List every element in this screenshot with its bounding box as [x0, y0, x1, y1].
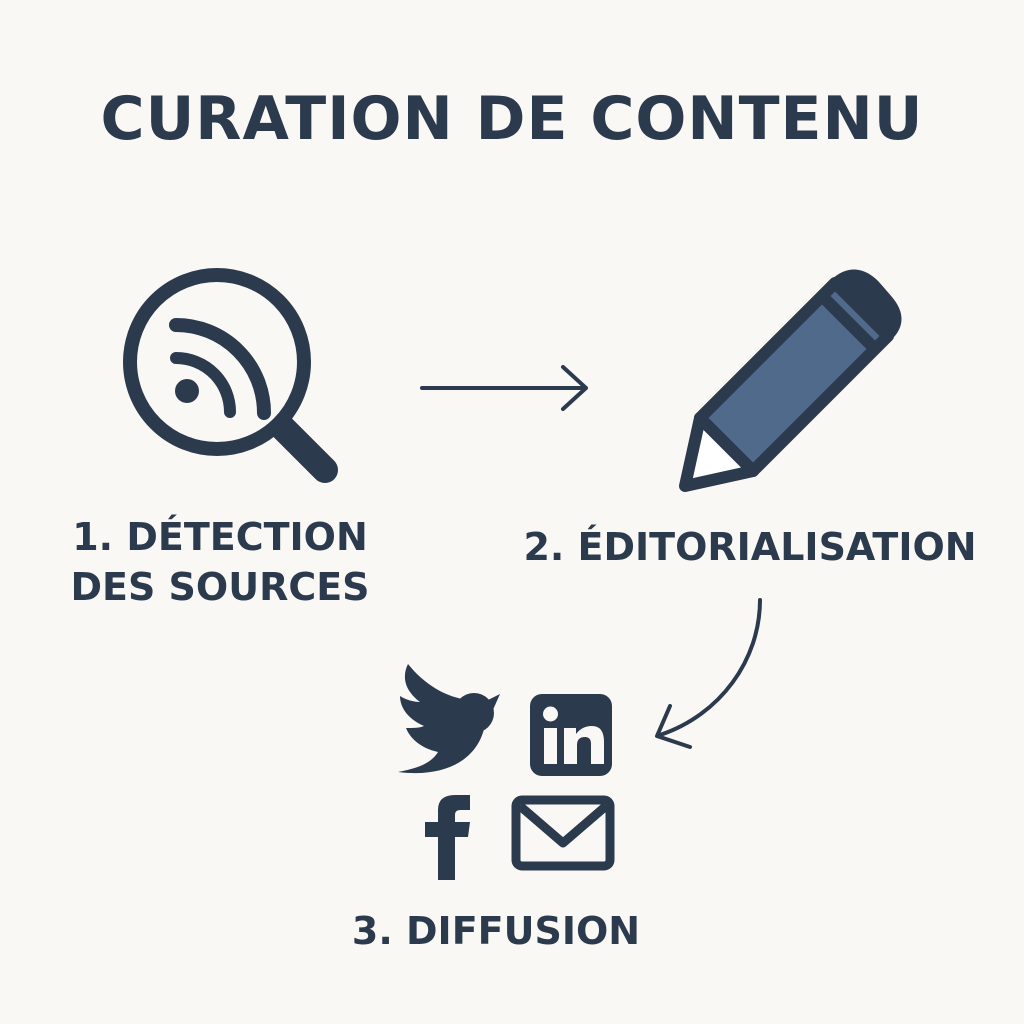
email-icon [511, 795, 615, 871]
twitter-icon [398, 664, 500, 774]
step-1-line-1: 1. DÉTECTION [72, 515, 368, 559]
step-2-label: 2. ÉDITORIALISATION [523, 525, 977, 569]
rss-search-icon [123, 268, 338, 483]
pencil-icon [679, 269, 902, 492]
curved-arrow-icon [655, 598, 762, 749]
linkedin-icon [530, 694, 612, 776]
arrow-right-icon [420, 365, 588, 411]
step-1-line-2: DES SOURCES [70, 565, 370, 609]
page-title: CURATION DE CONTENU [100, 84, 924, 154]
step-3-label: 3. DIFFUSION [351, 909, 641, 953]
facebook-icon [425, 795, 470, 880]
step-1-label: 1. DÉTECTION DES SOURCES [40, 512, 400, 612]
